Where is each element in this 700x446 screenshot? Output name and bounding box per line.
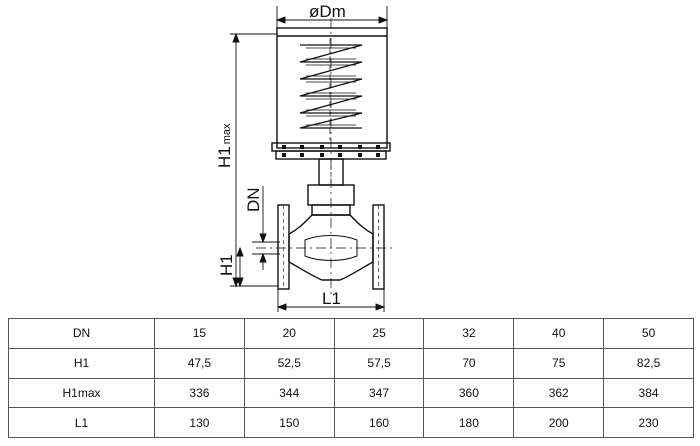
right-flange xyxy=(372,204,385,290)
table-cell: 52,5 xyxy=(243,347,335,379)
table-cell: 344 xyxy=(243,377,335,409)
table-row: DN 15 20 25 32 40 50 xyxy=(8,318,694,349)
table-cell: 200 xyxy=(513,407,605,438)
table-cell: 362 xyxy=(513,377,605,409)
table-cell: 40 xyxy=(513,318,605,349)
table-cell: 160 xyxy=(333,407,425,438)
table-cell: 47,5 xyxy=(154,347,245,379)
dimension-line-diameter xyxy=(275,6,389,28)
row-label: DN xyxy=(8,318,155,349)
left-flange xyxy=(277,204,290,290)
row-label: H1 xyxy=(8,347,155,379)
label-height-max-sub: max xyxy=(221,123,233,144)
table-cell: 70 xyxy=(423,347,515,379)
row-label: L1 xyxy=(8,407,155,438)
table-cell: 50 xyxy=(603,318,694,349)
actuator-housing xyxy=(276,27,388,149)
table-cell: 360 xyxy=(423,377,515,409)
table-row: H1max 336 344 347 360 362 384 xyxy=(8,377,694,409)
valve-technical-drawing: øDm H1 max DN H1 L1 xyxy=(215,2,396,312)
dimensions-table: DN 15 20 25 32 40 50 H1 47,5 52,5 57,5 7… xyxy=(8,318,694,438)
row-label: H1max xyxy=(8,377,155,409)
table-cell: 15 xyxy=(154,318,245,349)
table-cell: 75 xyxy=(513,347,605,379)
table-cell: 384 xyxy=(603,377,694,409)
dimension-line-height xyxy=(236,246,244,288)
table-cell: 150 xyxy=(243,407,335,438)
label-nominal: DN xyxy=(244,187,263,212)
table-cell: 32 xyxy=(423,318,515,349)
table-cell: 82,5 xyxy=(603,347,694,379)
table-cell: 57,5 xyxy=(333,347,425,379)
label-diameter: øDm xyxy=(309,2,346,21)
table-cell: 347 xyxy=(333,377,425,409)
table-row: H1 47,5 52,5 57,5 70 75 82,5 xyxy=(8,347,694,379)
label-height-max-main: H1 xyxy=(215,146,234,168)
table-cell: 25 xyxy=(333,318,425,349)
table-cell: 130 xyxy=(154,407,245,438)
dimension-line-height-max xyxy=(230,32,278,288)
dimension-line-length xyxy=(276,289,386,312)
label-height: H1 xyxy=(217,254,236,276)
table-cell: 180 xyxy=(423,407,515,438)
table-cell: 230 xyxy=(603,407,694,438)
label-length: L1 xyxy=(322,289,341,308)
dimension-line-nominal xyxy=(252,186,280,270)
table-cell: 336 xyxy=(154,377,245,409)
table-row: L1 130 150 160 180 200 230 xyxy=(8,407,694,438)
label-height-max: H1 max xyxy=(215,123,234,168)
table-cell: 20 xyxy=(243,318,335,349)
